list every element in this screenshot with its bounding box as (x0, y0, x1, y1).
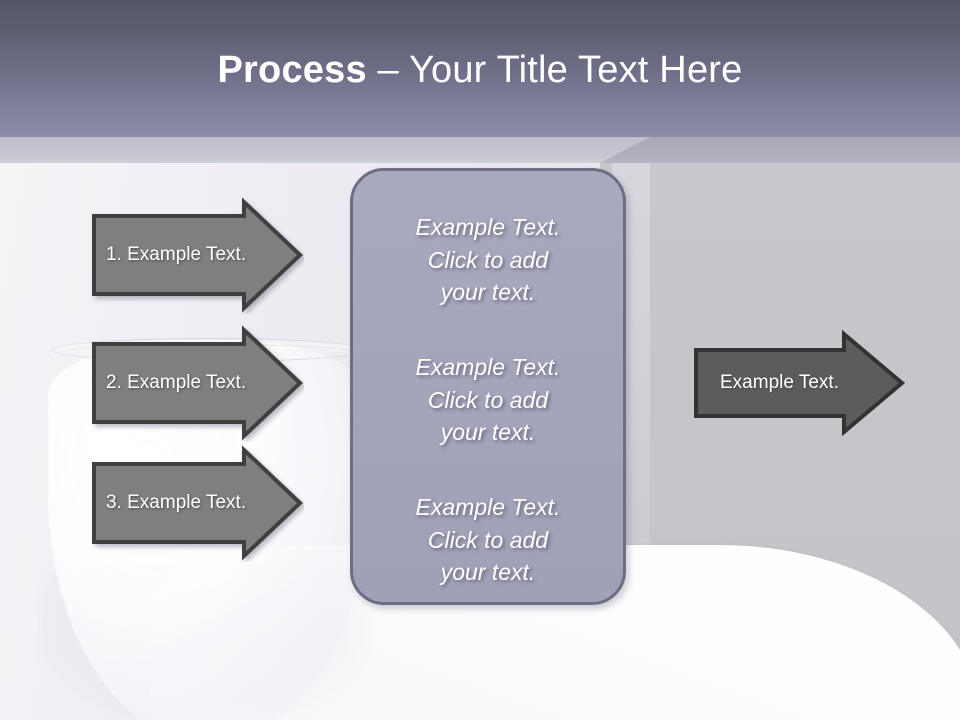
right-arrow-icon (92, 197, 303, 313)
right-arrow-icon (694, 329, 906, 437)
process-detail-paragraph-1: Example Text. Click to add your text. (415, 214, 561, 306)
process-detail-text: Example Text. Click to add your text. Ex… (353, 171, 623, 602)
page-title: Process – Your Title Text Here (0, 49, 960, 92)
process-result-arrow[interactable]: Example Text. (692, 328, 906, 438)
page-title-bold: Process (217, 49, 367, 91)
page-title-rest: – Your Title Text Here (366, 49, 743, 91)
process-detail-box[interactable]: Example Text. Click to add your text. Ex… (350, 168, 626, 605)
process-detail-paragraph-2: Example Text. Click to add your text. (415, 353, 561, 446)
background-upper-band-right (600, 137, 960, 163)
right-arrow-icon (92, 325, 303, 441)
process-arrow-3[interactable]: 3. Example Text. (90, 444, 304, 562)
right-arrow-icon (92, 445, 303, 561)
process-arrow-1[interactable]: 1. Example Text. (90, 196, 304, 314)
process-detail-paragraph-3: Example Text. Click to add your text. (415, 493, 561, 586)
title-banner: Process – Your Title Text Here (0, 0, 960, 137)
process-arrow-2[interactable]: 2. Example Text. (90, 324, 304, 442)
